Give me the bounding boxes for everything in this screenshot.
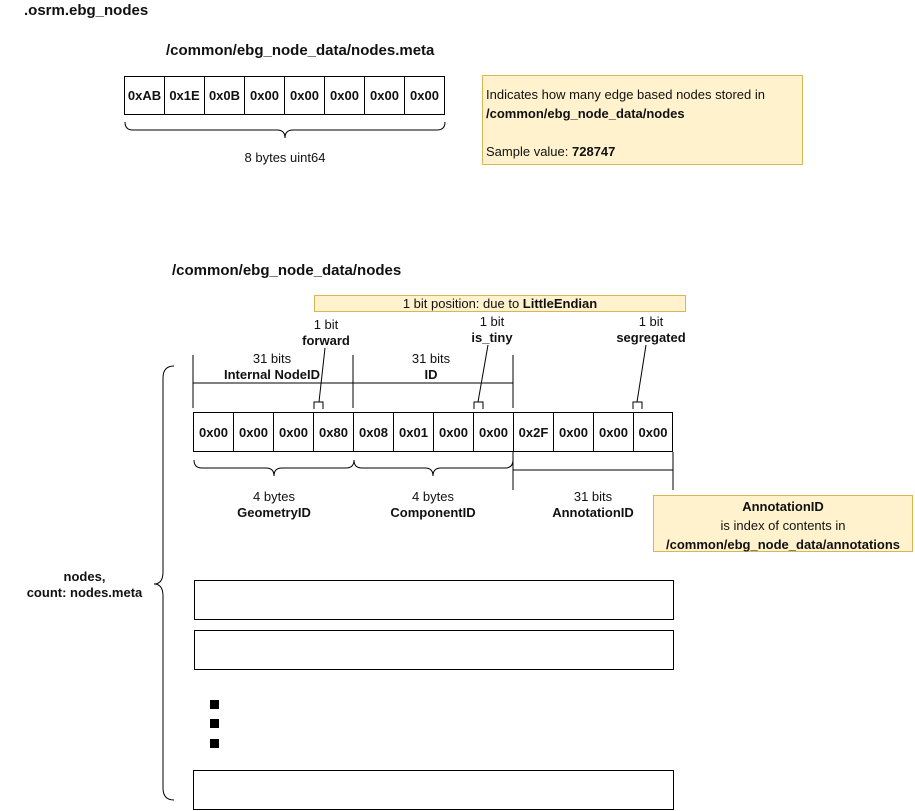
meta-brace-label: 8 bytes uint64 — [244, 150, 326, 165]
forward-bit-bracket — [313, 401, 324, 409]
meta-byte-cell: 0x0B — [204, 76, 245, 115]
component-name-label: ComponentID — [390, 505, 476, 520]
node-byte-cell: 0x00 — [273, 412, 314, 452]
node-record-placeholder — [194, 630, 674, 670]
nodes-section-title: /common/ebg_node_data/nodes — [172, 262, 402, 279]
nodes-count-brace — [153, 365, 175, 801]
annotation-bits-label: 31 bits — [573, 489, 613, 504]
meta-note-sample-label: Sample value: — [486, 144, 572, 159]
meta-byte-cell: 0x00 — [324, 76, 365, 115]
node-byte-cell: 0x80 — [313, 412, 354, 452]
node-byte-cell: 0x01 — [393, 412, 434, 452]
nodes-count-label-line1: nodes, — [63, 569, 106, 584]
meta-byte-cell: 0x00 — [244, 76, 285, 115]
meta-note: Indicates how many edge based nodes stor… — [482, 75, 803, 165]
is-tiny-bit-bracket — [473, 401, 484, 409]
node-byte-cell: 0x08 — [353, 412, 394, 452]
component-brace — [353, 459, 514, 477]
internal-nodeid-bits-label: 31 bits — [252, 351, 292, 366]
bit-position-note: 1 bit position: due to LittleEndian — [314, 295, 686, 312]
node-byte-cell: 0x2F — [513, 412, 554, 452]
ellipsis-dot — [210, 739, 219, 748]
segregated-pointer-line — [636, 344, 647, 403]
meta-note-line1: Indicates how many edge based nodes stor… — [486, 87, 765, 102]
is-tiny-name-label: is_tiny — [471, 330, 513, 345]
node-record-placeholder — [194, 580, 674, 620]
bit-position-note-bold: LittleEndian — [522, 296, 598, 311]
node-byte-cell: 0x00 — [593, 412, 634, 452]
geometry-size-label: 4 bytes — [253, 489, 295, 504]
component-size-label: 4 bytes — [412, 489, 454, 504]
is-tiny-pointer-line — [477, 344, 489, 403]
annotation-note-line2: is index of contents in — [720, 518, 846, 533]
annotation-note: AnnotationID is index of contents in /co… — [653, 495, 913, 552]
nodes-count-label: nodes, count: nodes.meta — [22, 569, 147, 601]
segregated-bit-bracket — [632, 401, 643, 409]
meta-note-line2: /common/ebg_node_data/nodes — [486, 106, 685, 121]
geometry-name-label: GeometryID — [237, 505, 311, 520]
id-bits-label: 31 bits — [411, 351, 451, 366]
meta-byte-cell: 0x00 — [364, 76, 405, 115]
node-byte-cell: 0x00 — [473, 412, 514, 452]
node-byte-cell: 0x00 — [633, 412, 673, 452]
bit-position-note-prefix: 1 bit position: due to — [402, 296, 523, 311]
segregated-bits-label: 1 bit — [638, 314, 664, 329]
forward-pointer-line — [318, 347, 326, 403]
nodes-count-label-line2: count: nodes.meta — [26, 585, 143, 600]
forward-bits-label: 1 bit — [313, 317, 339, 332]
annotation-note-line3: /common/ebg_node_data/annotations — [665, 537, 901, 552]
ellipsis-dot — [210, 700, 219, 709]
meta-section-title: /common/ebg_node_data/nodes.meta — [166, 42, 435, 59]
node-byte-cell: 0x00 — [433, 412, 474, 452]
meta-byte-cell: 0xAB — [124, 76, 165, 115]
forward-name-label: forward — [302, 333, 350, 348]
meta-byte-cell: 0x00 — [284, 76, 325, 115]
meta-brace — [124, 121, 446, 139]
page-title: .osrm.ebg_nodes — [24, 2, 149, 19]
geometry-brace — [193, 459, 355, 477]
internal-nodeid-name-label: Internal NodeID — [223, 367, 321, 382]
is-tiny-bits-label: 1 bit — [479, 314, 505, 329]
annotation-name-label: AnnotationID — [552, 505, 634, 520]
node-record-placeholder — [193, 770, 674, 810]
segregated-name-label: segregated — [616, 330, 686, 345]
meta-byte-cell: 0x00 — [404, 76, 445, 115]
ellipsis-dot — [210, 719, 219, 728]
meta-note-sample-value: 728747 — [572, 144, 616, 159]
id-name-label: ID — [424, 367, 438, 382]
annotation-note-title: AnnotationID — [742, 499, 824, 514]
